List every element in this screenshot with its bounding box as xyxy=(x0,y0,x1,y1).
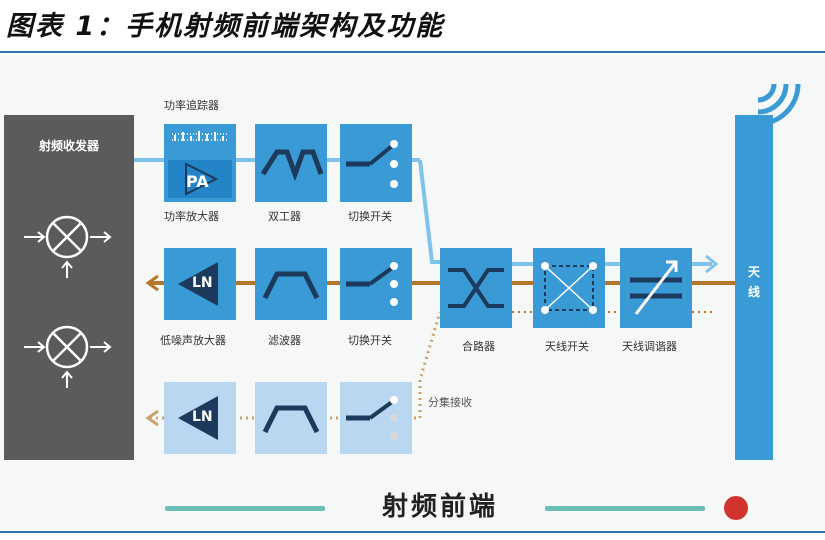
bandpass-icon xyxy=(262,405,320,434)
tuner-icon xyxy=(630,260,682,315)
brand-logo xyxy=(724,496,748,520)
switch-icon xyxy=(346,140,398,188)
antenna-bar xyxy=(735,115,773,460)
mixer-icon xyxy=(24,325,112,388)
combiner-block xyxy=(440,248,512,328)
combiner-icon xyxy=(448,268,504,308)
antenna-tuner-label: 天线调谐器 xyxy=(622,340,677,353)
figure-title: 图表 1：手机射频前端架构及功能 xyxy=(6,11,445,42)
diversity-signal-line xyxy=(145,311,442,427)
footer-line-right xyxy=(545,506,705,511)
antenna-switch-icon xyxy=(541,262,597,314)
combiner-label: 合路器 xyxy=(462,340,495,353)
power-tracker-label: 功率追踪器 xyxy=(164,99,219,112)
diversity-switch-block xyxy=(340,382,412,454)
antenna-tuner-block xyxy=(620,248,692,328)
tx-switch-block xyxy=(340,124,412,202)
duplexer-block xyxy=(255,124,327,202)
bandpass-icon xyxy=(260,149,324,182)
rx-switch-block xyxy=(340,248,412,320)
signal-waves-icon xyxy=(757,83,801,127)
lna-label: 低噪声放大器 xyxy=(160,334,226,347)
antenna-label: 天线 xyxy=(747,265,760,299)
rf-transceiver-label: 射频收发器 xyxy=(38,139,99,153)
power-amplifier-block: PA xyxy=(164,124,236,202)
power-amplifier-label: 功率放大器 xyxy=(164,210,219,223)
filter-block xyxy=(255,248,327,320)
pa-text: PA xyxy=(186,172,209,191)
diversity-filter-block xyxy=(255,382,327,454)
tx-switch-label: 切换开关 xyxy=(348,210,392,223)
bottom-rule xyxy=(0,531,825,533)
footer-line-left xyxy=(165,506,325,511)
footer-title: 射频前端 xyxy=(381,492,498,522)
rf-transceiver-panel xyxy=(4,115,134,460)
lna-triangle-icon xyxy=(178,262,218,306)
duplexer-label: 双工器 xyxy=(268,210,301,223)
rx-switch-label: 切换开关 xyxy=(348,334,392,347)
antenna-switch-block xyxy=(533,248,605,328)
lna-text: LN xyxy=(192,275,213,291)
diversity-lna-text: LN xyxy=(192,409,213,425)
switch-icon xyxy=(346,396,398,440)
lna-block: LN xyxy=(164,248,236,320)
bandpass-icon xyxy=(262,271,320,300)
antenna-switch-label: 天线开关 xyxy=(545,340,589,353)
diversity-receive-label: 分集接收 xyxy=(428,396,472,409)
diversity-lna-block: LN xyxy=(164,382,236,454)
lna-triangle-icon xyxy=(178,396,218,440)
mixer-icon xyxy=(24,215,112,278)
filter-label: 滤波器 xyxy=(268,334,301,347)
title-rule xyxy=(0,51,825,53)
switch-icon xyxy=(346,262,398,306)
pa-triangle-icon xyxy=(168,131,232,198)
